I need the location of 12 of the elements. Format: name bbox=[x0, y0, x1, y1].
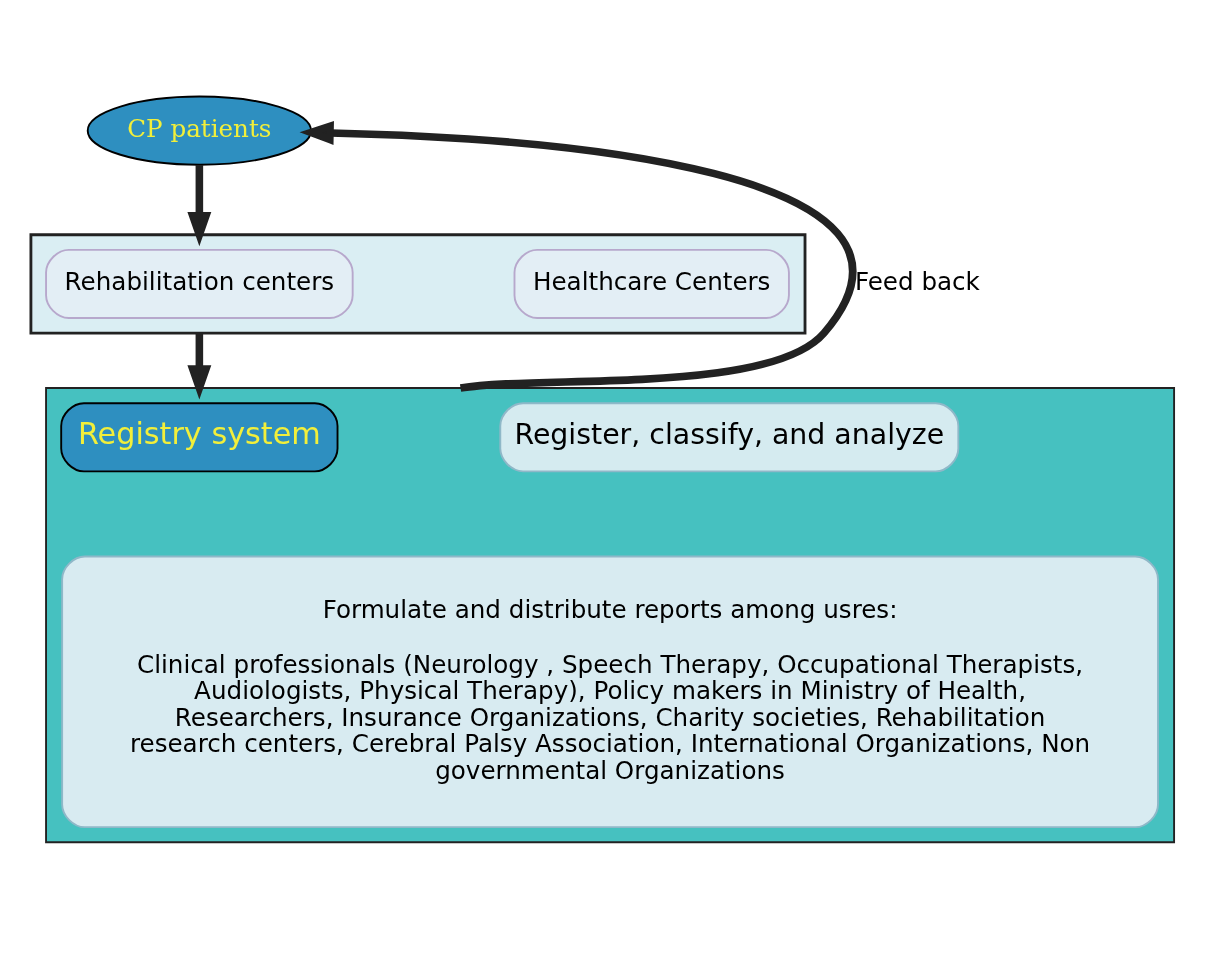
cluster bbox=[45, 386, 1176, 843]
arrow bbox=[187, 332, 212, 399]
node-box: Rehabilitation centers bbox=[45, 248, 354, 319]
arrow bbox=[299, 120, 855, 392]
cluster bbox=[29, 232, 807, 335]
node-ellipse: CP patients bbox=[86, 95, 312, 166]
node-box: Register, classify, and analyze bbox=[499, 401, 960, 472]
node-box: Formulate and distribute reports among usres: Clinical professionals (Neurology , Speech Therapy, Occupational Therapists, Audiologists, Physical Therapy), Policy makers in Ministry of Health, Researchers, Insurance Organizations, Charity societies, Rehabilitation research centers, Cerebral Palsy Association, International Organizations, Non governmental Organizations bbox=[61, 555, 1159, 828]
node-box: Healthcare Centers bbox=[513, 248, 790, 319]
node-box: Registry system bbox=[60, 401, 339, 472]
edge-label: Feed back bbox=[854, 266, 980, 296]
arrow bbox=[187, 164, 212, 246]
